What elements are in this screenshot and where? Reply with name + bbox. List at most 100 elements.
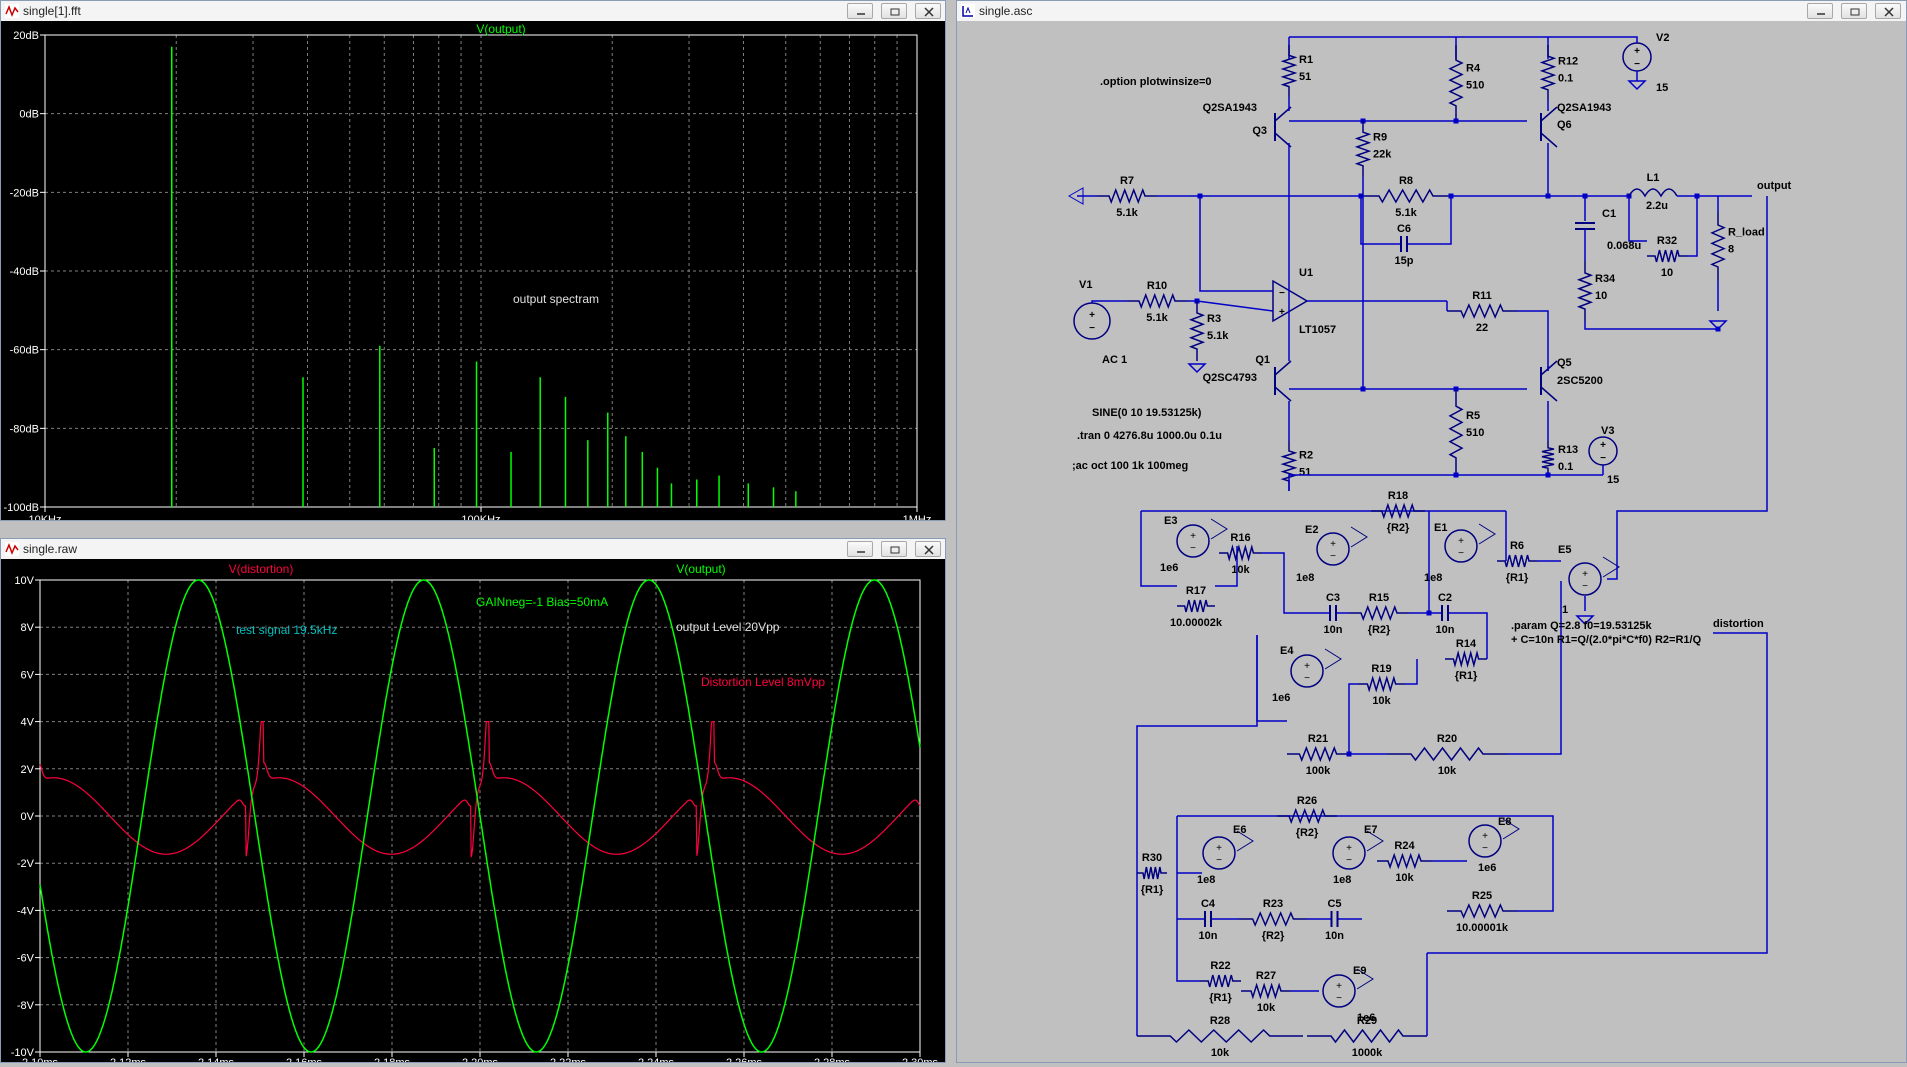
component-label: −: [1634, 59, 1640, 70]
y-tick-label: -40dB: [10, 266, 39, 278]
minimize-button[interactable]: [847, 3, 873, 19]
x-tick-label: 10KHz: [28, 514, 61, 520]
component-label: +: [1336, 981, 1342, 992]
component-label: E4: [1280, 645, 1294, 657]
schematic-window-title: single.asc: [979, 4, 1033, 18]
component-label: 8: [1728, 244, 1734, 256]
schematic-drawing[interactable]: .option plotwinsize=0R151R4510R120.1+−V2…: [903, 12, 1906, 1062]
component-label: 22k: [1373, 149, 1392, 161]
close-button[interactable]: [915, 541, 941, 557]
component-label: R2: [1299, 450, 1313, 462]
source-symbol: [1568, 562, 1602, 596]
component-label: R14: [1456, 638, 1477, 650]
component-label: +: [1458, 536, 1464, 547]
restore-button[interactable]: [881, 3, 907, 19]
component-label: 10k: [1231, 564, 1250, 576]
x-tick-label: 2.24ms: [638, 1057, 675, 1062]
minimize-button[interactable]: [1807, 3, 1833, 19]
component-label: LT1057: [1299, 324, 1336, 336]
component-label: {R2}: [1387, 522, 1410, 534]
component-label: {R1}: [1141, 884, 1164, 896]
component-label: R27: [1256, 970, 1276, 982]
fft-titlebar[interactable]: single[1].fft: [1, 1, 945, 22]
component-label: 2.2u: [1646, 200, 1668, 212]
directive-param1: .param Q=2.8 f0=19.53125k: [1511, 620, 1653, 632]
test-signal-annotation: test signal 19.5kHz: [236, 623, 337, 637]
raw-plot-area[interactable]: 10V8V6V4V2V0V-2V-4V-6V-8V-10V2.10ms2.12m…: [1, 559, 945, 1067]
component-label: 22: [1476, 322, 1488, 334]
directive-tran: .tran 0 4276.8u 1000.0u 0.1u: [1077, 430, 1222, 442]
component-label: 10.00001k: [1456, 922, 1509, 934]
resistor-symbol: [1448, 389, 1464, 475]
component-label: 15: [1607, 474, 1619, 486]
component-label: E6: [1233, 824, 1246, 836]
component-label: E7: [1364, 824, 1377, 836]
component-label: E1: [1434, 522, 1447, 534]
y-tick-label: 10V: [14, 575, 34, 587]
source-symbol: [1290, 654, 1324, 688]
component-label: Q5: [1557, 357, 1572, 369]
source-symbol: [1316, 532, 1350, 566]
component-label: R9: [1373, 132, 1387, 144]
schematic-titlebar[interactable]: single.asc: [957, 1, 1906, 22]
component-label: R3: [1207, 313, 1221, 325]
resistor-symbol: [1541, 441, 1555, 475]
component-label: R30: [1142, 852, 1162, 864]
component-label: R17: [1186, 585, 1206, 597]
waveform-chart[interactable]: 10V8V6V4V2V0V-2V-4V-6V-8V-10V2.10ms2.12m…: [1, 559, 945, 1067]
close-button[interactable]: [915, 3, 941, 19]
component-label: −: [1330, 551, 1336, 562]
close-button[interactable]: [1875, 3, 1901, 19]
close-icon: [1884, 7, 1894, 17]
raw-titlebar[interactable]: single.raw: [1, 539, 945, 560]
x-tick-label: 1MHz: [903, 514, 932, 520]
restore-button[interactable]: [881, 541, 907, 557]
component-label: R22: [1210, 960, 1230, 972]
output-level-annotation: output Level 20Vpp: [676, 620, 780, 634]
source-symbol: [1176, 524, 1210, 558]
resistor-symbol: [1576, 261, 1594, 321]
resistor-symbol: [1127, 292, 1187, 310]
component-label: R20: [1437, 733, 1457, 745]
wire: [1627, 36, 1638, 43]
component-label: −: [1216, 855, 1222, 866]
component-label: R8: [1399, 175, 1413, 187]
wire: [1176, 919, 1200, 982]
resistor-symbol: [1097, 187, 1157, 205]
transistor-symbol: [1274, 360, 1292, 376]
minimize-button[interactable]: [847, 541, 873, 557]
component-label: R21: [1308, 733, 1328, 745]
restore-button[interactable]: [1841, 3, 1867, 19]
resistor-symbol: [1448, 45, 1464, 121]
resistor-symbol: [1188, 301, 1206, 361]
fft-annotation: output spectram: [513, 292, 599, 306]
component-label: 1e8: [1296, 572, 1314, 584]
component-label: −: [1600, 453, 1606, 464]
resistor-symbol: [1200, 974, 1241, 988]
resistor-symbol: [1447, 303, 1517, 319]
component-label: 15: [1656, 82, 1668, 94]
component-label: 10k: [1372, 695, 1391, 707]
component-label: Q6: [1557, 119, 1572, 131]
y-tick-label: 0V: [21, 811, 35, 823]
resistor-symbol: [1710, 211, 1726, 281]
wire: [1507, 581, 1562, 755]
resistor-symbol: [1177, 599, 1215, 613]
component-label: 2SC5200: [1557, 375, 1603, 387]
x-tick-label: 100KHz: [461, 514, 500, 520]
source-symbol: [1332, 836, 1366, 870]
component-label: C5: [1327, 898, 1341, 910]
close-icon: [924, 545, 934, 555]
esource-ctrl: [1350, 526, 1368, 548]
component-label: R4: [1466, 63, 1481, 75]
component-label: −: [1458, 548, 1464, 559]
esource-ctrl: [1236, 830, 1254, 852]
directive-param2: + C=10n R1=Q/(2.0*pi*C*f0) R2=R1/Q: [1511, 634, 1702, 646]
wire: [1421, 196, 1452, 245]
